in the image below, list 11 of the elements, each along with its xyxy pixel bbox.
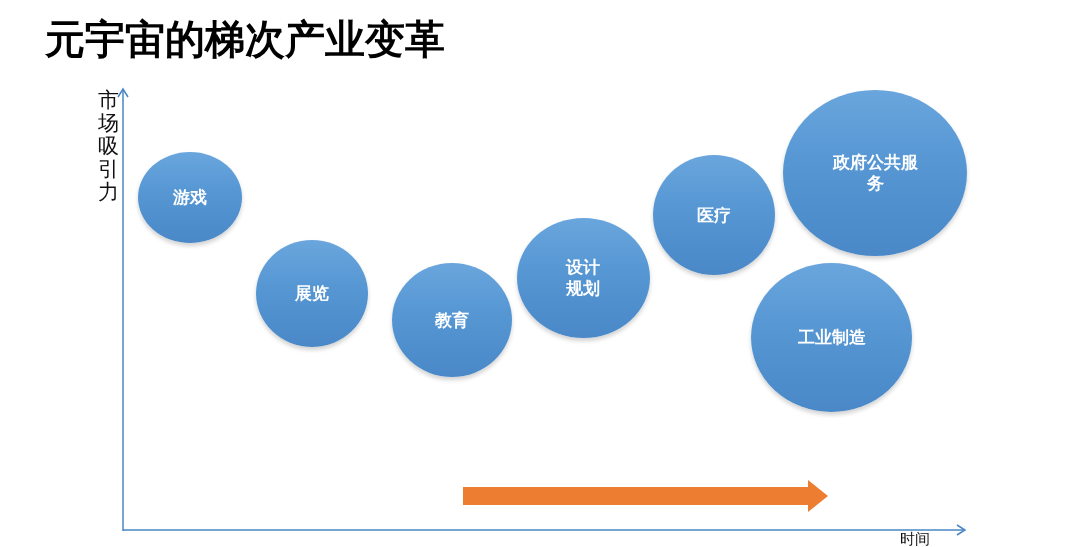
bubble xyxy=(517,218,650,338)
x-axis-label: 时间 xyxy=(900,531,930,546)
bubble-label: 游戏 xyxy=(173,187,207,208)
bubble-label: 医疗 xyxy=(697,204,731,226)
bubble-label: 设计规划 xyxy=(564,257,602,299)
bubble-label: 教育 xyxy=(435,309,469,331)
bubble-label: 工业制造 xyxy=(797,327,866,348)
y-axis-label: 市场吸引力 xyxy=(97,88,119,203)
bubble-label: 展览 xyxy=(295,283,329,304)
title: 元宇宙的梯次产业变革 xyxy=(45,16,445,63)
bubble-label: 政府公共服务 xyxy=(831,152,919,194)
